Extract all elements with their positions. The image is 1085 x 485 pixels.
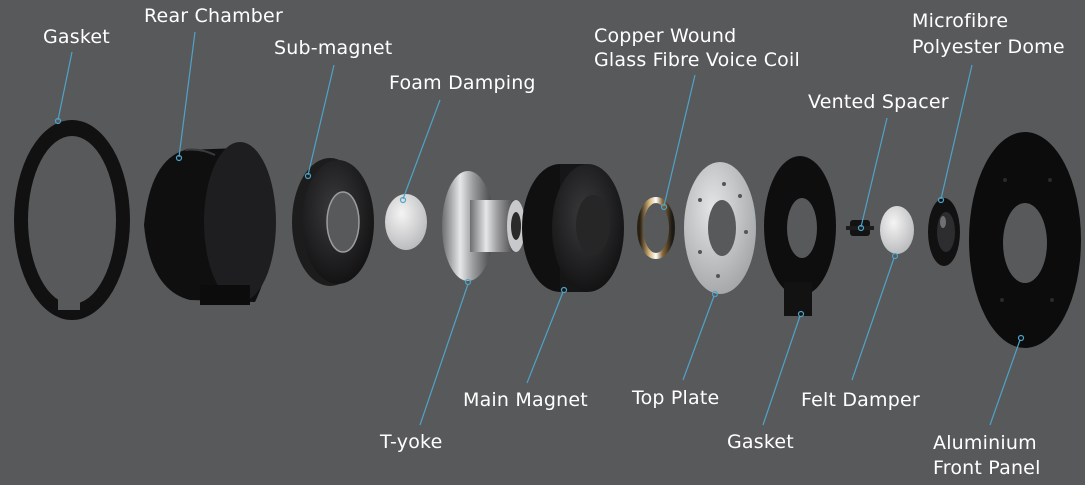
label-top-plate: Top Plate xyxy=(632,387,720,409)
label-front-panel-line2: Front Panel xyxy=(933,457,1041,479)
leader-line-top-plate xyxy=(682,295,715,381)
t-yoke-part xyxy=(442,171,525,281)
top-plate-part xyxy=(684,162,756,294)
felt-damper-part xyxy=(880,206,914,254)
leader-line-vented-spacer xyxy=(860,117,888,228)
dome-part xyxy=(928,198,960,266)
label-felt-damper: Felt Damper xyxy=(801,389,920,411)
rear-chamber-part xyxy=(144,142,276,305)
leader-line-dome xyxy=(940,64,973,200)
leader-line-felt-damper xyxy=(851,257,895,381)
label-front-panel-line1: Aluminium xyxy=(933,432,1037,454)
leader-line-gasket-rear xyxy=(57,51,73,121)
leader-lines xyxy=(54,31,1025,426)
label-vented-spacer: Vented Spacer xyxy=(808,91,949,113)
leader-line-foam-damping xyxy=(402,99,441,200)
label-foam-damping: Foam Damping xyxy=(389,72,536,94)
leader-line-t-yoke xyxy=(419,283,469,426)
label-voice-coil-line2: Glass Fibre Voice Coil xyxy=(594,49,800,71)
main-magnet-part xyxy=(522,164,624,292)
leader-line-sub-magnet xyxy=(307,64,335,176)
gasket-front-part xyxy=(764,156,836,316)
foam-damping-part xyxy=(385,194,427,250)
label-gasket-rear: Gasket xyxy=(43,26,110,48)
leader-line-rear-chamber xyxy=(178,31,196,158)
label-rear-chamber: Rear Chamber xyxy=(144,5,283,27)
label-voice-coil-line1: Copper Wound xyxy=(594,25,737,47)
leader-line-gasket-front xyxy=(762,315,801,426)
label-main-magnet: Main Magnet xyxy=(463,389,588,411)
leader-line-front-panel xyxy=(989,339,1021,426)
label-gasket-front: Gasket xyxy=(727,431,794,453)
label-microfibre-line2: Polyester Dome xyxy=(912,36,1065,58)
leader-line-main-magnet xyxy=(526,291,564,384)
vented-spacer-part xyxy=(846,220,874,236)
label-sub-magnet: Sub-magnet xyxy=(274,37,393,59)
label-t-yoke: T-yoke xyxy=(380,431,443,453)
sub-magnet-part xyxy=(292,158,374,286)
front-panel-part xyxy=(969,132,1081,348)
label-microfibre-line1: Microfibre xyxy=(912,10,1009,32)
leader-line-voice-coil xyxy=(663,74,696,207)
gasket-rear-part xyxy=(14,120,130,320)
voice-coil-part xyxy=(637,197,675,259)
